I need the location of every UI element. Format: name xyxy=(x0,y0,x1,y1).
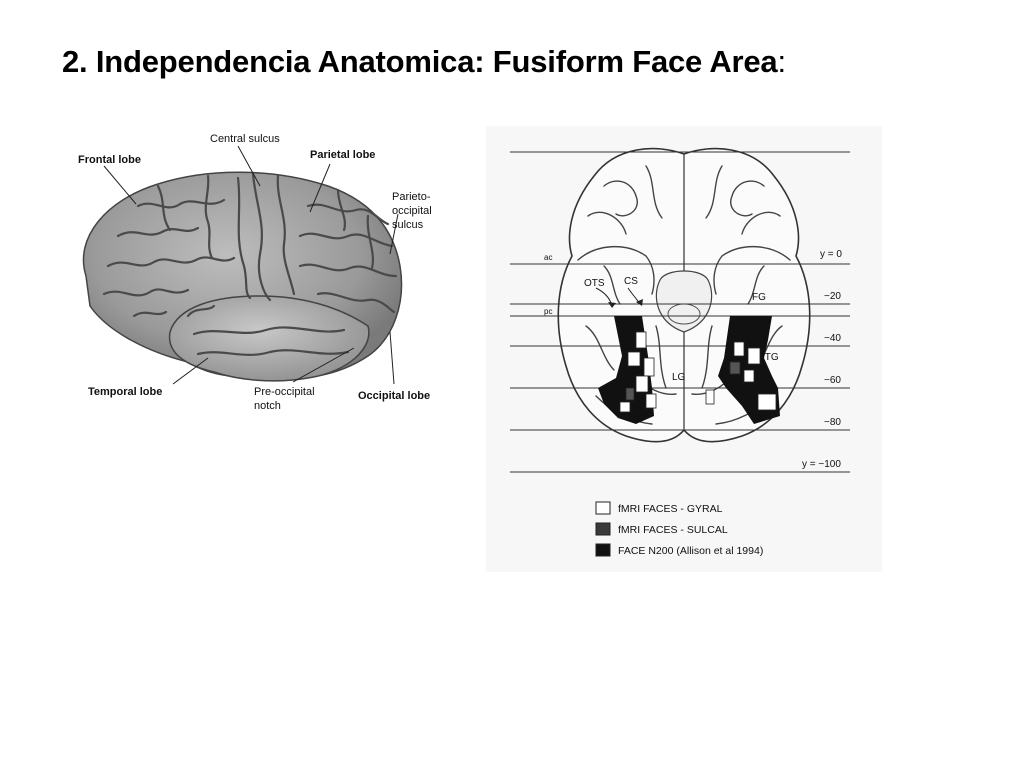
label-temporal-lobe: Temporal lobe xyxy=(88,386,162,398)
label-itg: ITG xyxy=(762,352,779,363)
legend: fMRI FACES - GYRAL fMRI FACES - SULCAL F… xyxy=(595,501,763,557)
y-level-label-100: y = −100 xyxy=(802,459,841,470)
ventral-brain-svg: ac pc OTS CS FG ITG LG y = 0 −20 −40 −60… xyxy=(510,147,850,557)
label-parieto-occipital-1: Parieto- xyxy=(392,191,431,203)
label-frontal-lobe: Frontal lobe xyxy=(78,154,141,166)
left-gyral-patch xyxy=(635,331,647,349)
slide-title-text: 2. Independencia Anatomica: Fusiform Fac… xyxy=(62,44,778,79)
y-level-lines xyxy=(510,151,850,473)
label-pre-occipital-1: Pre-occipital xyxy=(254,386,315,398)
legend-label-gyral: fMRI FACES - GYRAL xyxy=(618,503,723,515)
y-level-label-0: y = 0 xyxy=(820,249,842,260)
label-ots: OTS xyxy=(584,278,605,289)
legend-label-n200: FACE N200 (Allison et al 1994) xyxy=(618,545,763,557)
brainstem xyxy=(655,270,713,333)
lateral-brain-svg: Frontal lobe Central sulcus Parietal lob… xyxy=(78,133,432,412)
legend-swatch-gyral xyxy=(595,501,611,515)
slide-title-colon: : xyxy=(777,44,786,79)
left-gyral-patch xyxy=(627,351,641,367)
left-sulcal-patch xyxy=(625,387,635,401)
legend-swatch-n200 xyxy=(595,543,611,557)
lateral-brain-diagram: Frontal lobe Central sulcus Parietal lob… xyxy=(38,126,462,426)
left-gyral-patch xyxy=(643,357,655,377)
legend-swatch-sulcal xyxy=(595,522,611,536)
label-ac: ac xyxy=(544,253,552,262)
right-gyral-patch xyxy=(705,389,715,405)
label-leader-lines xyxy=(103,145,399,385)
right-gyral-patch xyxy=(757,393,777,411)
label-parietal-lobe: Parietal lobe xyxy=(310,149,375,161)
right-gyral-patch xyxy=(743,369,755,383)
ots-arrowhead xyxy=(608,302,616,308)
ventral-brain-diagram: ac pc OTS CS FG ITG LG y = 0 −20 −40 −60… xyxy=(486,126,882,572)
right-sulcal-patch xyxy=(729,361,741,375)
y-level-label-40: −40 xyxy=(824,333,841,344)
legend-label-sulcal: fMRI FACES - SULCAL xyxy=(618,524,728,536)
right-gyral-patch xyxy=(747,347,761,365)
label-pc: pc xyxy=(544,307,552,316)
label-parieto-occipital-3: sulcus xyxy=(392,219,424,231)
y-level-label-20: −20 xyxy=(824,291,841,302)
left-gyral-patch xyxy=(635,375,649,393)
left-gyral-patch xyxy=(619,401,631,413)
left-gyral-patch xyxy=(645,393,657,409)
gyri-pattern xyxy=(102,172,398,356)
label-pre-occipital-2: notch xyxy=(254,400,281,412)
label-lg: LG xyxy=(672,372,686,383)
label-parieto-occipital-2: occipital xyxy=(392,205,432,217)
label-fg: FG xyxy=(752,292,766,303)
y-level-label-80: −80 xyxy=(824,417,841,428)
right-gyral-patch xyxy=(733,341,745,357)
left-face-regions xyxy=(598,316,657,424)
temporal-lobe-shape xyxy=(168,295,370,382)
slide-title: 2. Independencia Anatomica: Fusiform Fac… xyxy=(62,44,786,80)
cs-arrowhead xyxy=(636,299,643,306)
right-face-regions xyxy=(705,316,780,424)
label-central-sulcus: Central sulcus xyxy=(210,133,280,145)
label-occipital-lobe: Occipital lobe xyxy=(358,390,430,402)
label-cs: CS xyxy=(624,276,638,287)
y-level-label-60: −60 xyxy=(824,375,841,386)
